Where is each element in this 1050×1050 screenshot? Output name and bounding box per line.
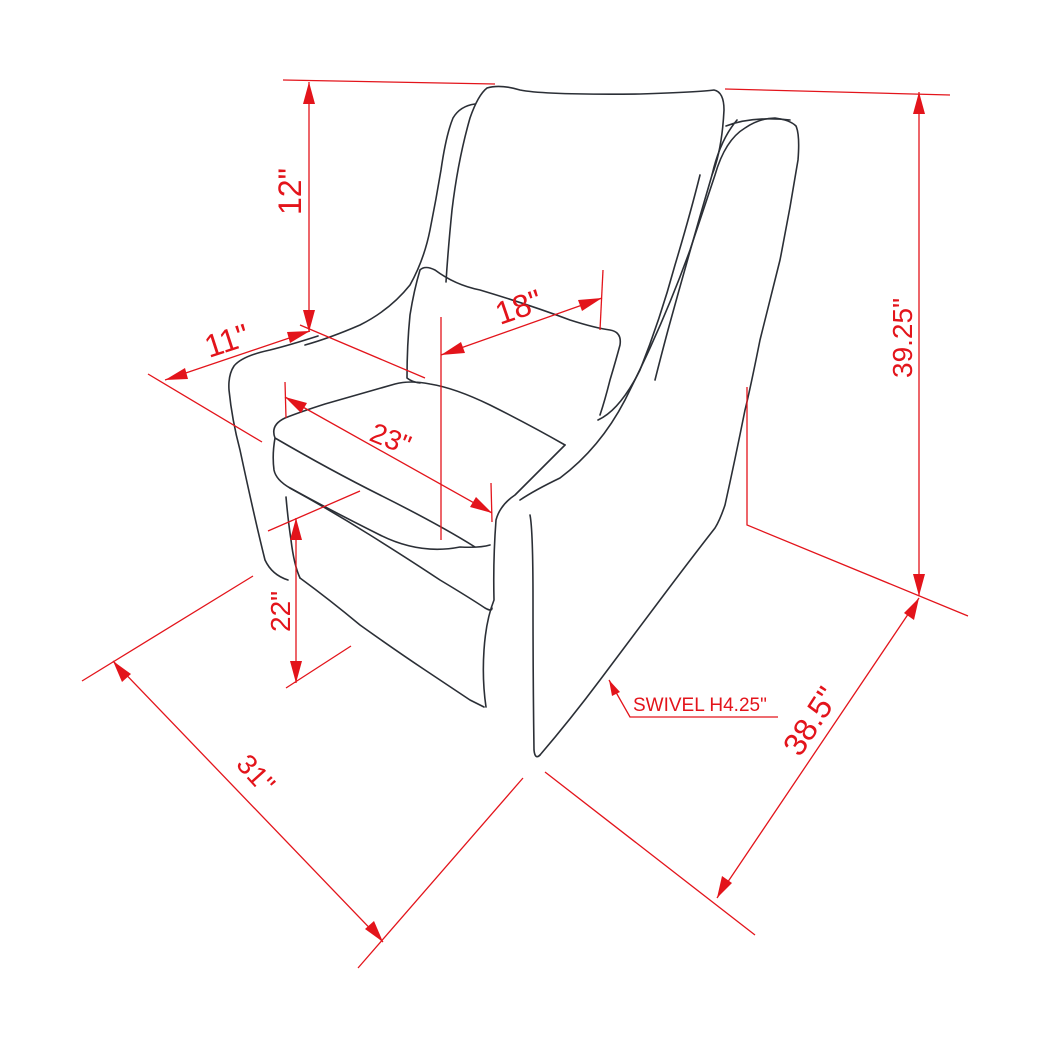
seat-base [289, 487, 493, 708]
dimension-lines [81, 79, 969, 969]
left-wing [304, 103, 476, 346]
right-wing-inner [597, 118, 791, 421]
seat-cushion [272, 381, 566, 551]
left-arm [228, 335, 319, 581]
label-18in: 18" [491, 282, 547, 331]
dimension-labels: 12" 11" 18" 23" 22" 39.25" 38.5" 31" SWI… [200, 168, 918, 800]
lumbar-pillow [406, 266, 622, 416]
right-arm-outer [519, 117, 800, 756]
label-22in: 22" [265, 591, 296, 632]
label-12in: 12" [272, 168, 308, 215]
label-23in: 23" [366, 417, 416, 461]
chair-outline [228, 85, 800, 758]
label-swivel-height: SWIVEL H4.25" [633, 695, 767, 716]
back-cushion [445, 85, 725, 381]
right-arm-front [482, 444, 566, 758]
label-39-25in: 39.25" [887, 298, 918, 378]
